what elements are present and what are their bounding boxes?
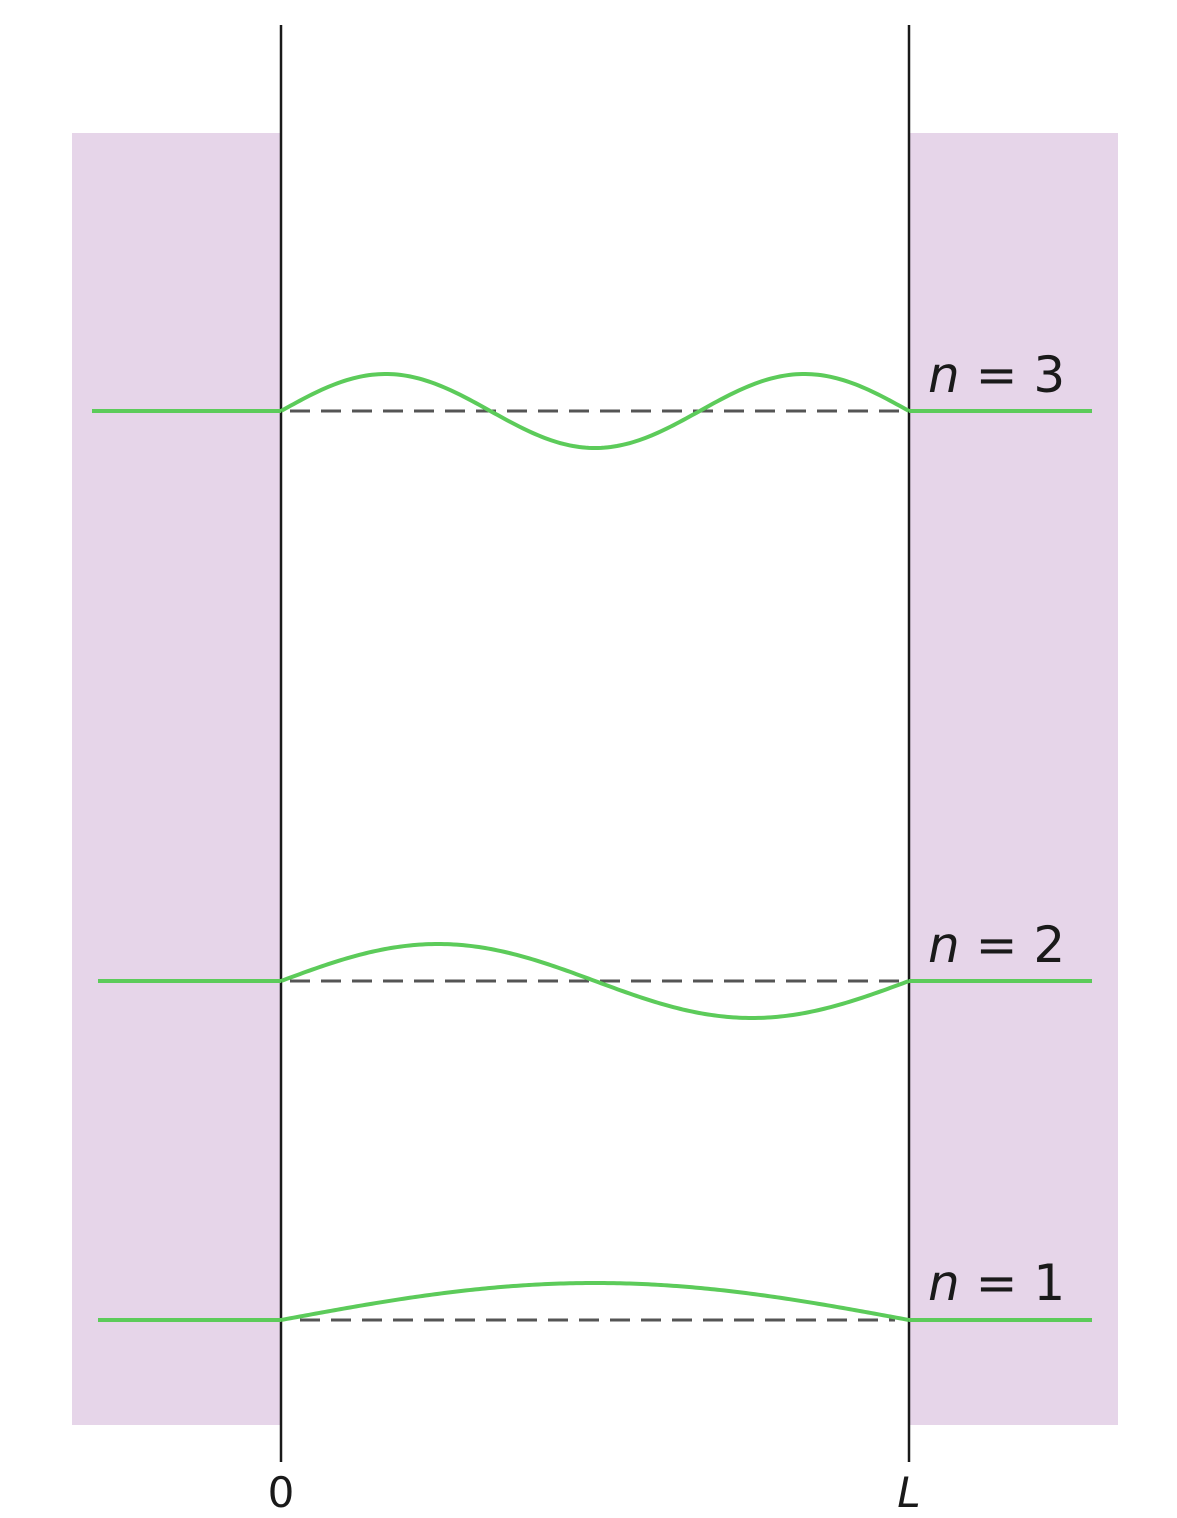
wavefunction-n3 <box>280 371 910 451</box>
left-barrier-region <box>72 133 281 1425</box>
level-label-n3: n = 3 <box>928 346 1065 404</box>
right-barrier-region <box>909 133 1118 1425</box>
axis-label-length: L <box>897 1468 920 1517</box>
wavefunction-n2 <box>280 941 910 1021</box>
level-label-n1: n = 1 <box>928 1254 1065 1312</box>
energy-level-n1: n = 1 <box>98 1254 1092 1322</box>
energy-level-n3: n = 3 <box>92 346 1092 451</box>
level-label-n2: n = 2 <box>928 916 1065 974</box>
wavefunction-n1 <box>280 1281 910 1322</box>
energy-level-n2: n = 2 <box>98 916 1092 1021</box>
axis-label-zero: 0 <box>268 1468 295 1517</box>
